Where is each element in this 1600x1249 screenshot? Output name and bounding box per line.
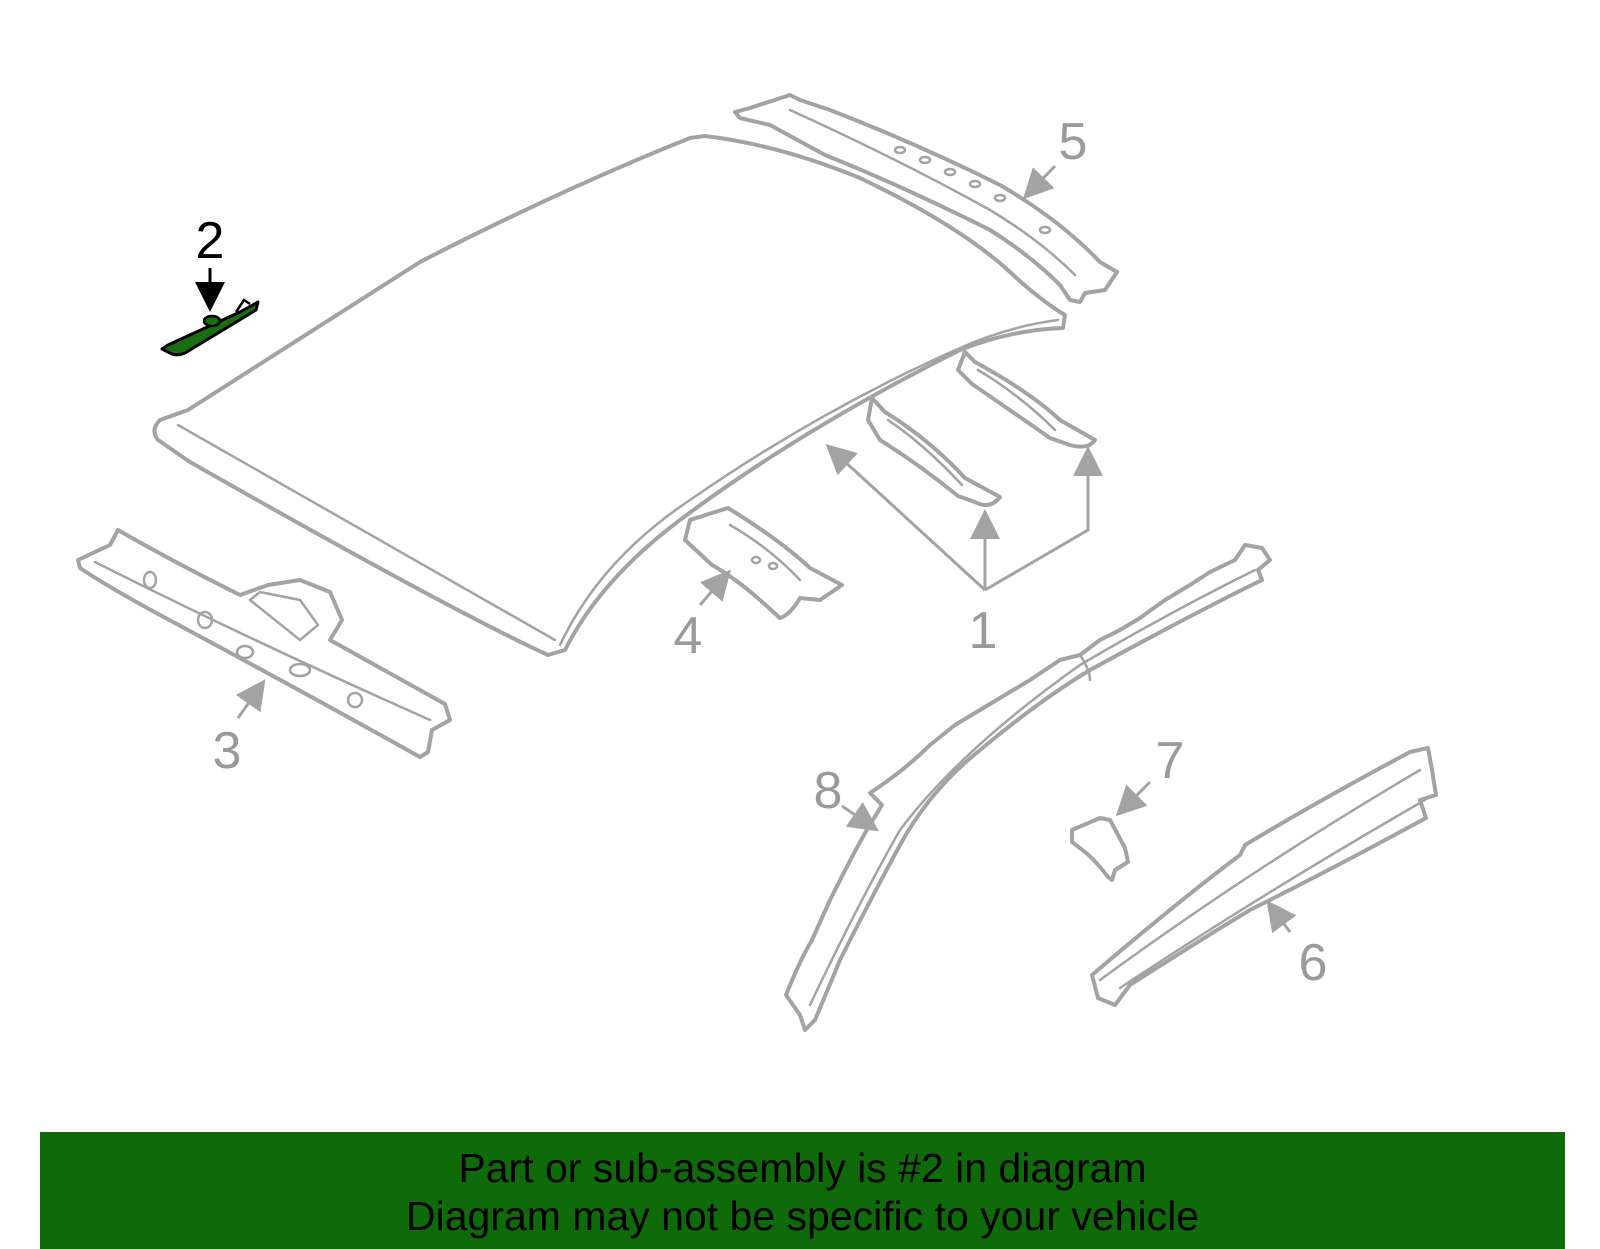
callout-6: 6 [1266, 900, 1328, 992]
side-rail-part-6[interactable] [1090, 746, 1438, 1007]
callout-7-label: 7 [1156, 732, 1185, 790]
front-header-part-3[interactable] [76, 528, 452, 759]
small-bracket-part-7[interactable] [1070, 816, 1130, 882]
callout-2-label: 2 [196, 212, 225, 270]
side-inner-panel-part-8[interactable] [784, 543, 1272, 1032]
callout-4: 4 [674, 569, 731, 665]
callout-1: 1 [825, 443, 1103, 660]
callout-4-label: 4 [674, 607, 703, 665]
roof-bow-front[interactable] [866, 396, 1002, 508]
roof-panel-part-1[interactable] [152, 134, 1067, 657]
center-bow-part-4[interactable] [683, 506, 844, 620]
callout-7: 7 [1115, 732, 1185, 817]
rear-header-part-5[interactable] [733, 93, 1119, 304]
roof-bow-rear[interactable] [956, 350, 1097, 449]
parts-diagram: 1 2 3 4 5 6 7 8 [76, 93, 1438, 1032]
callout-3-label: 3 [213, 722, 242, 780]
info-banner: Part or sub-assembly is #2 in diagram Di… [40, 1132, 1565, 1249]
banner-line-2: Diagram may not be specific to your vehi… [405, 1193, 1199, 1239]
callout-8: 8 [814, 762, 879, 832]
callout-3: 3 [213, 679, 266, 780]
roof-bracket-part-2[interactable] [160, 298, 260, 357]
callout-8-label: 8 [814, 762, 843, 820]
callout-5-label: 5 [1059, 113, 1088, 171]
callout-1-label: 1 [969, 602, 998, 660]
callout-5: 5 [1022, 113, 1088, 200]
callout-2: 2 [195, 212, 225, 312]
callout-6-label: 6 [1299, 934, 1328, 992]
banner-line-1: Part or sub-assembly is #2 in diagram [458, 1145, 1147, 1191]
